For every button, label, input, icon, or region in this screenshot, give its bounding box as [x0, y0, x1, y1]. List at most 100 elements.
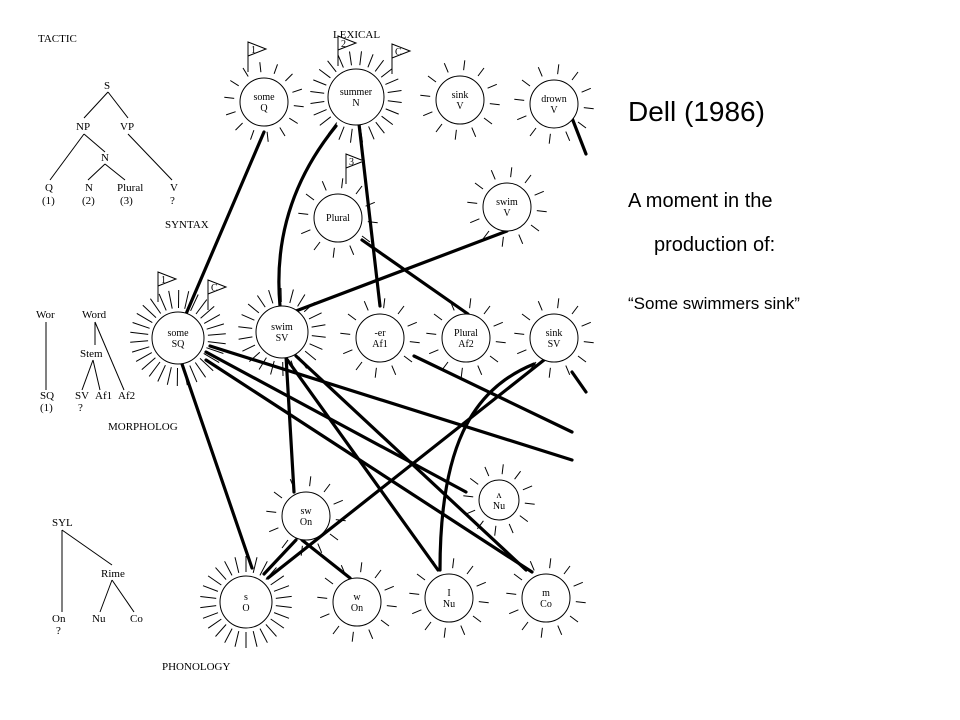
- activation-ray: [483, 117, 493, 125]
- activation-ray: [351, 631, 354, 642]
- flag-label: C: [395, 47, 402, 58]
- activation-ray: [241, 314, 255, 321]
- node-label-word: Plural: [326, 213, 350, 224]
- activation-ray: [311, 324, 326, 328]
- activation-ray: [383, 298, 386, 309]
- node-circle: [482, 182, 532, 232]
- activation-ray: [549, 558, 552, 569]
- slide-subtitle-line2: production of:: [654, 234, 776, 256]
- activation-ray: [190, 294, 199, 312]
- node-m-co: mCo: [506, 558, 586, 638]
- node-circle: [529, 79, 579, 129]
- activation-ray: [224, 96, 235, 99]
- activation-ray: [142, 304, 157, 318]
- activation-ray: [340, 565, 346, 575]
- link-summer-swimsv: [277, 124, 338, 308]
- activation-ray: [407, 321, 417, 327]
- activation-ray: [207, 341, 226, 345]
- activation-ray: [476, 581, 486, 587]
- activation-ray: [324, 577, 334, 585]
- activation-ray: [490, 170, 496, 180]
- node-label-word: some: [167, 328, 189, 339]
- link-pluralaf2-offscreen: [412, 354, 574, 434]
- tag-flag: C: [207, 279, 228, 310]
- tactic-node-n2: N: [85, 182, 93, 194]
- activation-ray: [285, 73, 293, 82]
- activation-ray: [521, 313, 531, 321]
- activation-ray: [355, 361, 363, 371]
- activation-ray: [495, 341, 506, 344]
- node-circle: [151, 311, 205, 365]
- activation-ray: [409, 341, 420, 344]
- node-circle: [255, 305, 309, 359]
- node-label-word: swim: [496, 197, 518, 208]
- activation-ray: [501, 236, 504, 247]
- label-syntax: SYNTAX: [165, 219, 209, 231]
- link-somesq-mco: [204, 358, 534, 574]
- morph-node-af2: Af2: [118, 390, 135, 402]
- activation-ray: [194, 362, 207, 378]
- activation-ray: [521, 79, 531, 87]
- activation-ray: [313, 241, 321, 251]
- activation-ray: [318, 69, 331, 79]
- activation-ray: [279, 127, 286, 137]
- node-label-category: Nu: [493, 501, 505, 512]
- activation-ray: [341, 178, 344, 189]
- link-summer-eraf1: [357, 122, 382, 308]
- morph-tree: Wor SQ (1) Word Stem SV ? Af1 Af2: [36, 309, 135, 414]
- activation-ray: [258, 357, 267, 370]
- activation-ray: [275, 595, 292, 599]
- node-label-word: -er: [374, 328, 386, 339]
- label-phonology: PHONOLOGY: [162, 661, 231, 673]
- activation-ray: [548, 367, 551, 378]
- activation-ray: [199, 358, 214, 372]
- activation-ray: [571, 305, 579, 315]
- activation-ray: [200, 596, 217, 599]
- link-swon-so: [262, 538, 298, 576]
- tactic-node-np: NP: [76, 121, 90, 133]
- activation-ray: [281, 539, 289, 549]
- flag-label: 1: [251, 45, 256, 56]
- activation-ray: [423, 111, 433, 117]
- connection-links: [180, 116, 588, 580]
- activation-ray: [235, 122, 243, 131]
- activation-ray: [256, 295, 266, 308]
- activation-ray: [583, 341, 594, 344]
- morph-index-1: (1): [40, 402, 53, 414]
- morph-node-sv-unknown: ?: [78, 402, 83, 414]
- activation-ray: [259, 628, 268, 643]
- activation-ray: [381, 115, 394, 125]
- activation-ray: [385, 108, 399, 115]
- tag-flag: 3: [345, 153, 366, 184]
- activation-ray: [327, 60, 337, 73]
- activation-ray: [303, 302, 315, 313]
- activation-ray: [360, 128, 363, 143]
- activation-ray: [340, 332, 351, 335]
- activation-ray: [524, 174, 532, 184]
- activation-ray: [368, 126, 375, 140]
- node-label-category: Af1: [372, 339, 388, 350]
- activation-ray: [509, 609, 519, 615]
- activation-ray: [300, 545, 303, 556]
- activation-ray: [374, 59, 385, 72]
- activation-ray: [360, 562, 363, 573]
- node-circle: [355, 313, 405, 363]
- node-label-word: w: [353, 592, 361, 603]
- activation-ray: [224, 561, 233, 576]
- activation-ray: [426, 332, 437, 335]
- activation-ray: [537, 301, 543, 311]
- activation-ray: [420, 94, 431, 97]
- activation-ray: [363, 301, 369, 311]
- activation-ray: [148, 361, 161, 377]
- activation-ray: [412, 609, 422, 615]
- node-s-o: sO: [200, 556, 292, 648]
- activation-ray: [347, 313, 357, 321]
- activation-ray: [304, 350, 317, 361]
- node-circle: [478, 479, 520, 521]
- tactic-node-v: V: [170, 182, 178, 194]
- activation-ray: [270, 575, 285, 586]
- morph-node-word: Word: [82, 309, 107, 321]
